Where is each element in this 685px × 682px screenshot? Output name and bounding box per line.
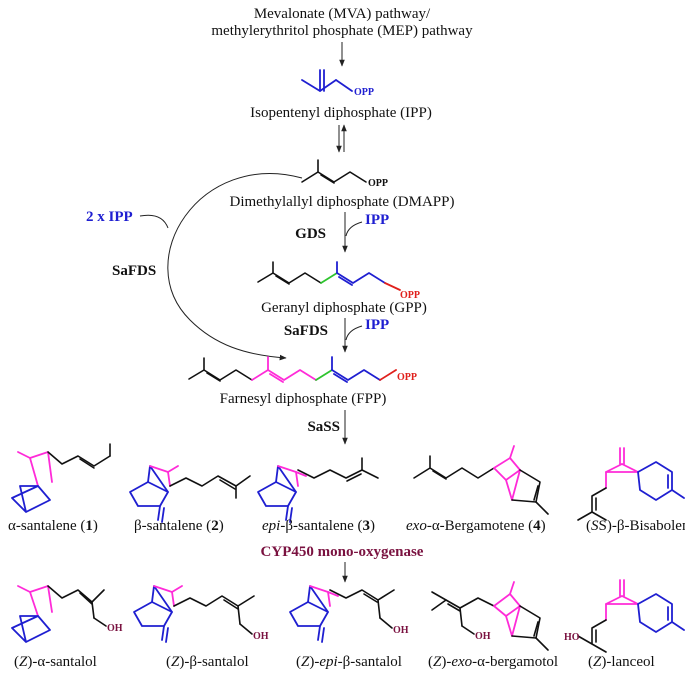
safds-step-label: SaFDS [284, 323, 328, 339]
gds-ipp-label: IPP [365, 212, 389, 228]
beta-santalene-label: β-santalene (2) [134, 518, 224, 534]
svg-text:OPP: OPP [368, 178, 388, 189]
z-lanceol-label: (Z)-lanceol [588, 654, 655, 670]
safds-direct-arc [167, 173, 303, 361]
z-epi-beta-santalol-structure: OH [289, 585, 409, 643]
two-ipp-label: 2 x IPP [86, 209, 133, 225]
ipp-label: Isopentenyl diphosphate (IPP) [250, 105, 432, 121]
z-alpha-santalol-label: (Z)-α-santalol [14, 654, 97, 670]
z-alpha-santalol-structure: OH [11, 585, 123, 643]
dmapp-label: Dimethylallyl diphosphate (DMAPP) [230, 194, 455, 210]
z-exo-alpha-bergamotol-label: (Z)-exo-α-bergamotol [428, 654, 558, 670]
cyp450-enzyme-label: CYP450 mono-oxygenase [261, 544, 424, 560]
safds-ipp-incoming-arc [345, 325, 363, 341]
svg-text:HO: HO [564, 632, 580, 643]
dmapp-structure: OPP [301, 159, 388, 189]
svg-text:OH: OH [393, 625, 409, 636]
svg-text:OPP: OPP [397, 372, 417, 383]
gpp-label: Geranyl diphosphate (GPP) [261, 300, 427, 316]
sass-enzyme-label: SaSS [307, 419, 340, 435]
svg-text:OPP: OPP [354, 87, 374, 98]
alpha-santalene-label: α-santalene (1) [8, 518, 98, 534]
epi-beta-santalene-structure [257, 457, 379, 523]
svg-text:OH: OH [475, 631, 491, 642]
beta-santalene-structure [129, 465, 251, 523]
two-ipp-incoming-arc [139, 214, 169, 229]
exo-alpha-bergamotene-structure [413, 445, 549, 515]
ipp-structure: OPP [301, 69, 374, 98]
exo-alpha-bergamotene-label: exo-α-Bergamotene (4) [406, 518, 546, 534]
safds-arc-label: SaFDS [112, 263, 156, 279]
z-lanceol-structure: HO [564, 579, 685, 653]
source-pathway-label-2: methylerythritol phosphate (MEP) pathway [211, 23, 473, 39]
fpp-structure: OPP [188, 356, 417, 383]
gds-enzyme-label: GDS [295, 226, 326, 242]
beta-bisabolene-structure [577, 447, 685, 521]
z-beta-santalol-structure: OH [133, 585, 269, 643]
safds-ipp-label: IPP [365, 317, 389, 333]
gpp-structure: OPP [257, 261, 420, 301]
epi-beta-santalene-label: epi-β-santalene (3) [262, 518, 375, 534]
z-epi-beta-santalol-label: (Z)-epi-β-santalol [296, 654, 402, 670]
source-pathway-label-1: Mevalonate (MVA) pathway/ [254, 6, 431, 22]
svg-text:OPP: OPP [400, 290, 420, 301]
z-beta-santalol-label: (Z)-β-santalol [166, 654, 249, 670]
z-exo-alpha-bergamotol-structure: OH [431, 581, 549, 651]
svg-text:OH: OH [253, 631, 269, 642]
fpp-label: Farnesyl diphosphate (FPP) [220, 391, 387, 407]
gds-ipp-incoming-arc [345, 221, 363, 237]
svg-text:OH: OH [107, 623, 123, 634]
beta-bisabolene-label: (SS)-β-Bisabolene (9) [586, 518, 685, 534]
alpha-santalene-structure [11, 443, 111, 513]
